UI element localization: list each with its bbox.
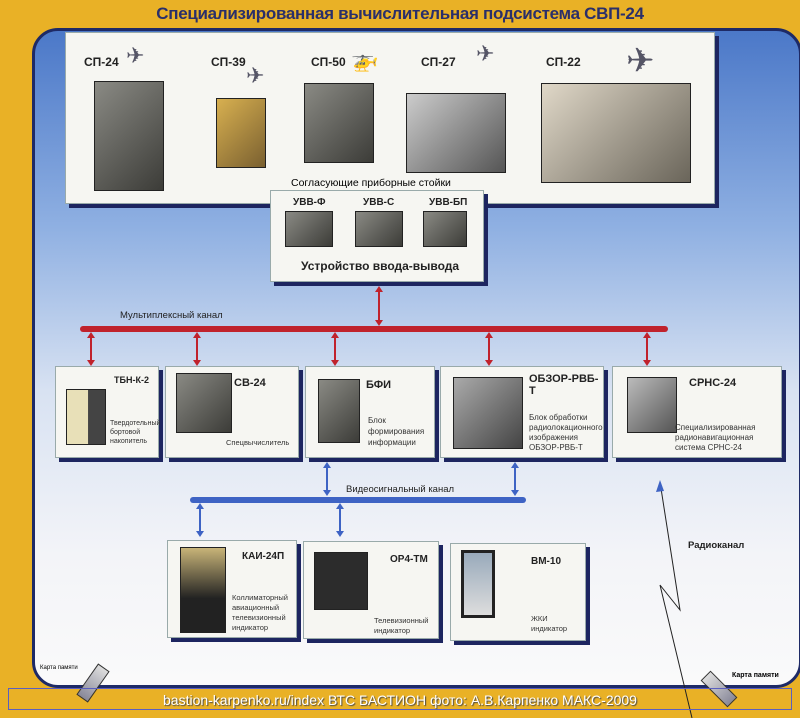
rack-label: СП-39 xyxy=(211,55,246,69)
video-arrow xyxy=(196,503,204,537)
display-image xyxy=(180,547,226,633)
module-desc: Блок формирования информации xyxy=(368,416,425,447)
io-unit-image xyxy=(355,211,403,247)
multiplex-label: Мультиплексный канал xyxy=(120,310,223,321)
module-srns: СРНС-24 Специализированная радионавигаци… xyxy=(612,366,782,458)
module-name: ТБН-К-2 xyxy=(114,375,149,385)
multiplex-bus xyxy=(80,326,668,332)
display-desc: Телевизионный индикатор xyxy=(374,616,429,635)
poster-title: Специализированная вычислительная подсис… xyxy=(156,4,644,23)
rack-image xyxy=(406,93,506,173)
module-desc: Специализированная радионавигационная си… xyxy=(675,423,756,452)
module-image xyxy=(176,373,232,433)
display-name: КАИ-24П xyxy=(242,551,285,562)
video-arrow xyxy=(511,462,519,496)
module-obzor: ОБЗОР-РВБ-Т Блок обработки радиолокацион… xyxy=(440,366,604,458)
io-box: Согласующие приборные стойки УВВ-Ф УВВ-С… xyxy=(270,177,484,282)
module-name: БФИ xyxy=(366,379,392,391)
memory-card-label: Карта памяти xyxy=(40,665,78,671)
bus-arrow xyxy=(485,332,493,366)
module-image xyxy=(453,377,523,449)
io-unit-label: УВВ-БП xyxy=(429,197,468,208)
rack-image xyxy=(541,83,691,183)
module-desc: Блок обработки радиолокационного изображ… xyxy=(529,413,603,452)
io-caption: Устройство ввода-вывода xyxy=(301,259,460,273)
display-image xyxy=(314,552,368,610)
bus-arrow xyxy=(87,332,95,366)
bus-arrow xyxy=(643,332,651,366)
rack-image xyxy=(94,81,164,191)
module-bfi: БФИ Блок формирования информации xyxy=(305,366,435,458)
display-desc: Коллиматорный авиационный телевизионный … xyxy=(232,593,288,632)
rack-image xyxy=(304,83,374,163)
memory-card-label: Карта памяти xyxy=(732,672,779,679)
display-bm10: ВМ-10 ЖКИ индикатор xyxy=(450,543,586,641)
display-kai: КАИ-24П Коллиматорный авиационный телеви… xyxy=(167,540,297,638)
helicopter-icon: 🚁 xyxy=(351,47,379,72)
io-bus-arrow xyxy=(375,286,383,326)
watermark-banner: bastion-karpenko.ru/index ВТС БАСТИОН фо… xyxy=(8,688,792,710)
module-image xyxy=(66,389,106,445)
rack-label: СП-24 xyxy=(84,55,119,69)
io-unit-image xyxy=(423,211,467,247)
display-desc: ЖКИ индикатор xyxy=(531,614,568,633)
video-bus xyxy=(190,497,526,503)
io-unit-label: УВВ-Ф xyxy=(293,197,326,208)
video-arrow xyxy=(336,503,344,537)
rack-image xyxy=(216,98,266,168)
racks-caption: Согласующие приборные стойки xyxy=(291,177,451,189)
module-name: СРНС-24 xyxy=(689,377,737,389)
module-desc: Твердотельный бортовой накопитель xyxy=(110,420,161,445)
display-name: ВМ-10 xyxy=(531,556,562,567)
aircraft-icon: ✈ xyxy=(246,63,265,88)
module-name: СВ-24 xyxy=(234,377,266,389)
module-tbn: ТБН-К-2 Твердотельный бортовой накопител… xyxy=(55,366,161,458)
radio-label: Радиоканал xyxy=(688,540,745,551)
aircraft-icon: ✈ xyxy=(126,43,145,68)
video-arrow xyxy=(323,462,331,496)
module-image xyxy=(318,379,360,443)
rack-label: СП-50 xyxy=(311,55,346,69)
radio-channel-line xyxy=(656,480,693,718)
display-or4: ОР4-ТМ Телевизионный индикатор xyxy=(303,541,439,639)
module-sv24: СВ-24 Спецвычислитель xyxy=(165,366,299,458)
io-unit-label: УВВ-С xyxy=(363,197,395,208)
display-image xyxy=(461,550,495,618)
rack-label: СП-27 xyxy=(421,55,456,69)
bus-arrow xyxy=(331,332,339,366)
aircraft-icon: ✈ xyxy=(476,41,495,66)
racks-box: СП-24 СП-39 СП-50 СП-27 СП-22 ✈ ✈ 🚁 ✈ ✈ xyxy=(65,32,715,204)
display-name: ОР4-ТМ xyxy=(390,554,428,565)
module-image xyxy=(627,377,677,433)
io-unit-image xyxy=(285,211,333,247)
bus-arrow xyxy=(193,332,201,366)
video-label: Видеосигнальный канал xyxy=(346,484,455,495)
module-name: ОБЗОР-РВБ-Т xyxy=(529,373,599,397)
rack-label: СП-22 xyxy=(546,55,581,69)
module-desc: Спецвычислитель xyxy=(226,438,290,447)
aircraft-icon: ✈ xyxy=(626,42,655,80)
